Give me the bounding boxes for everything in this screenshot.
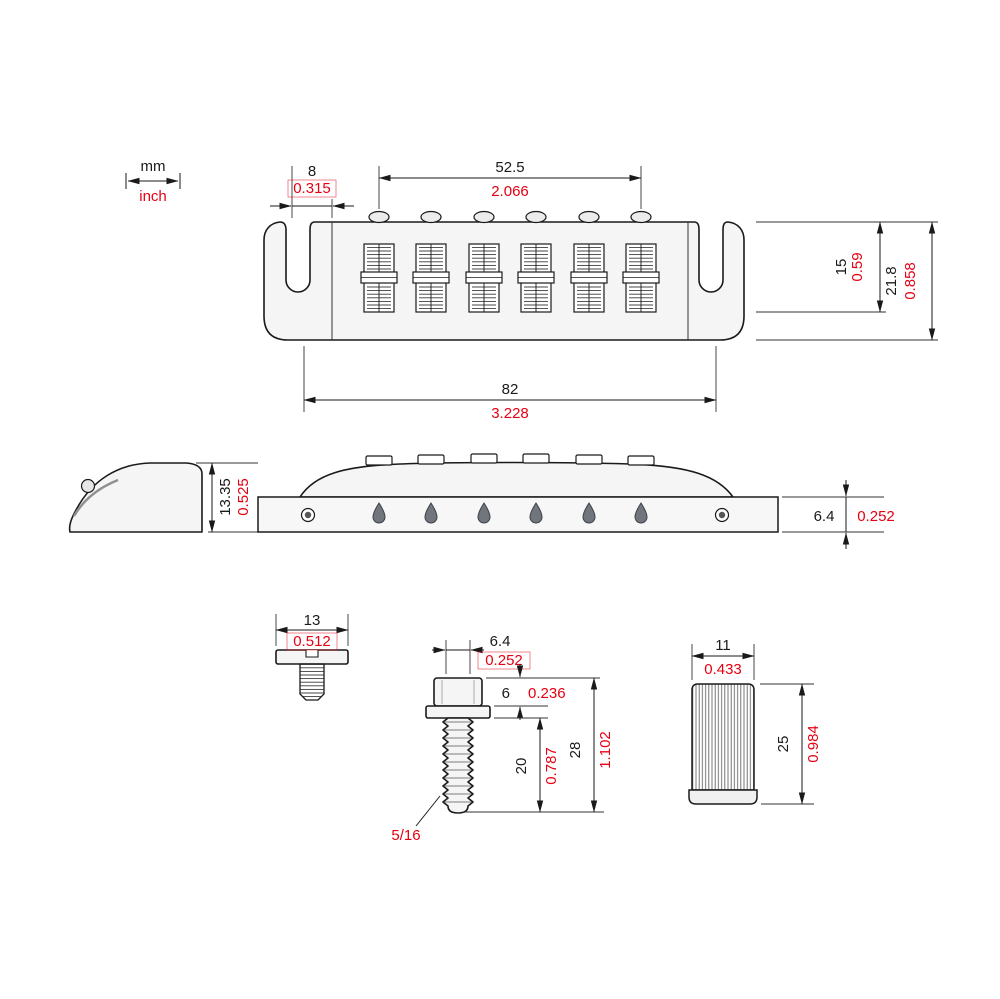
dim-thread-length: 20 0.787 [462, 717, 604, 813]
dim-stud-spacing: 82 3.228 [303, 346, 717, 422]
bridge-body-outline [263, 221, 745, 341]
dim-total-length-mm: 28 [567, 742, 584, 759]
saddle-top-bumps [365, 453, 655, 466]
dim-thread-dia-inch: 0.252 [485, 652, 523, 669]
bushing-view: 11 0.433 25 0.984 [688, 637, 822, 805]
dim-total-height-mm: 21.8 [883, 266, 900, 295]
dim-head-width: 13 0.512 [275, 612, 349, 651]
dim-head-height-mm: 6 [502, 685, 510, 702]
stud-thread-outline [442, 717, 474, 814]
stud-view: 6.4 0.252 6 0.236 20 0.787 28 1.102 [391, 633, 614, 844]
screw-view: 13 0.512 [275, 612, 349, 701]
dim-total-height-inch: 0.858 [902, 262, 919, 300]
dim-profile-height: 13.35 0.525 [196, 462, 258, 533]
bushing-lip [688, 789, 758, 805]
dim-total-length: 28 1.102 [567, 677, 614, 813]
dim-body-height-mm: 15 [833, 259, 850, 276]
dim-base-thickness: 6.4 0.252 [782, 480, 895, 549]
dim-thread-length-inch: 0.787 [543, 747, 560, 785]
thread-spec-label: 5/16 [391, 827, 420, 844]
dim-thread-dia-mm: 6.4 [490, 633, 511, 650]
dim-total-length-inch: 1.102 [597, 731, 614, 769]
intonation-screw-heads [368, 210, 652, 224]
dim-profile-height-mm: 13.35 [217, 478, 234, 516]
dim-thread-dia: 6.4 0.252 [432, 633, 531, 674]
dim-string-spread-inch: 2.066 [491, 183, 529, 200]
screw-shaft [299, 663, 325, 701]
dim-head-height: 6 0.236 [486, 664, 600, 720]
dim-bushing-length-mm: 25 [775, 736, 792, 753]
dim-head-width-mm: 13 [304, 612, 321, 629]
dim-stud-spacing-mm: 82 [502, 381, 519, 398]
dim-base-thickness-mm: 6.4 [814, 508, 835, 525]
dim-head-width-inch: 0.512 [293, 633, 331, 650]
dim-bushing-diameter-inch: 0.433 [704, 661, 742, 678]
dim-slot-offset-mm: 8 [308, 163, 316, 180]
dim-body-height-inch: 0.59 [849, 252, 866, 281]
dim-thread-length-mm: 20 [513, 758, 530, 775]
dim-head-height-inch: 0.236 [528, 685, 566, 702]
end-profile-hole [80, 478, 96, 494]
dim-slot-offset: 8 0.315 [270, 163, 354, 218]
bushing-knurled-body [691, 683, 755, 791]
stud-thread-lines [444, 721, 472, 803]
side-view: 13.35 0.525 [68, 453, 895, 549]
legend-mm-label: mm [141, 158, 166, 175]
dim-profile-height-inch: 0.525 [235, 478, 252, 516]
dim-string-spread: 52.5 2.066 [378, 159, 642, 209]
stud-flange [425, 705, 491, 719]
units-legend: mm inch [125, 158, 181, 205]
dim-bushing-diameter-mm: 11 [715, 637, 731, 654]
dim-body-height: 15 0.59 [756, 221, 938, 313]
top-view: 8 0.315 52.5 2.066 15 0.59 21.8 0.858 [263, 159, 938, 422]
dim-stud-spacing-inch: 3.228 [491, 405, 529, 422]
screw-slot [305, 650, 319, 658]
dim-bushing-length-inch: 0.984 [805, 725, 822, 763]
bridge-side-arch [299, 461, 734, 498]
dim-bushing-length: 25 0.984 [760, 683, 822, 805]
dim-slot-offset-inch: 0.315 [293, 180, 331, 197]
dim-bushing-diameter: 11 0.433 [691, 637, 755, 680]
dim-total-height: 21.8 0.858 [756, 221, 938, 341]
dim-base-thickness-inch: 0.252 [857, 508, 895, 525]
end-profile-shading [72, 478, 119, 517]
bridge-side-base [257, 496, 779, 533]
stud-head [433, 677, 483, 707]
dim-string-spread-mm: 52.5 [495, 159, 524, 176]
legend-inch-label: inch [139, 188, 167, 205]
thread-spec-callout: 5/16 [391, 795, 441, 844]
end-profile-outline [68, 462, 203, 533]
mounting-holes [300, 507, 730, 523]
